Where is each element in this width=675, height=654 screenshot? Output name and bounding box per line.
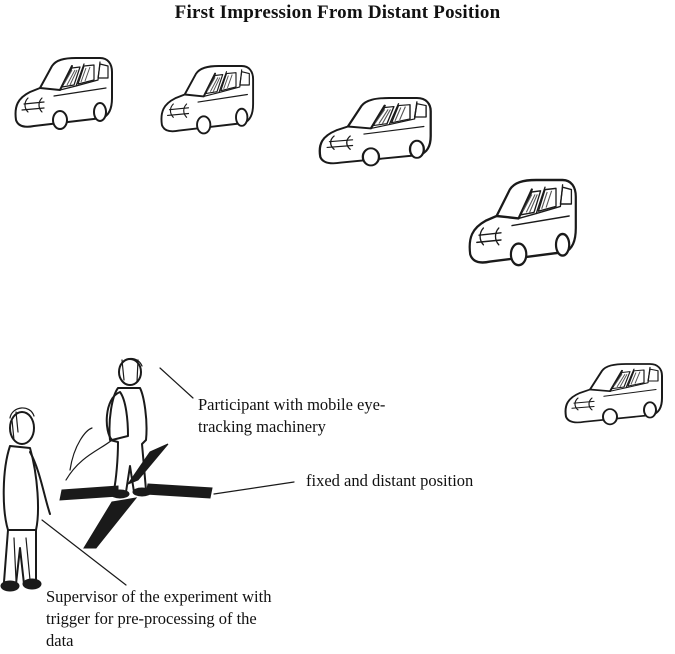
supervisor-figure — [0, 407, 51, 592]
car-sketch-3 — [318, 96, 432, 167]
fixed-position-marker — [59, 443, 213, 549]
participant-label-line-2: tracking machinery — [198, 417, 326, 436]
car-sketch-1 — [14, 57, 113, 130]
supervisor-label-line-3: data — [46, 631, 74, 650]
position-label: fixed and distant position — [306, 470, 473, 492]
supervisor-label-line-2: trigger for pre-processing of the — [46, 609, 257, 628]
participant-label: Participant with mobile eye- tracking ma… — [198, 394, 385, 438]
participant-label-line-1: Participant with mobile eye- — [198, 395, 386, 414]
diagram-title: First Impression From Distant Position — [174, 2, 501, 23]
supervisor-label: Supervisor of the experiment with trigge… — [46, 586, 271, 652]
supervisor-label-line-1: Supervisor of the experiment with — [46, 587, 272, 606]
supervisor-leader-line — [41, 519, 127, 586]
car-sketch-5 — [564, 363, 663, 426]
position-label-line-1: fixed and distant position — [306, 471, 474, 490]
participant-leader-line — [159, 367, 194, 399]
car-sketch-2 — [160, 65, 255, 135]
car-sketch-4 — [468, 178, 577, 267]
position-leader-line — [213, 481, 295, 495]
